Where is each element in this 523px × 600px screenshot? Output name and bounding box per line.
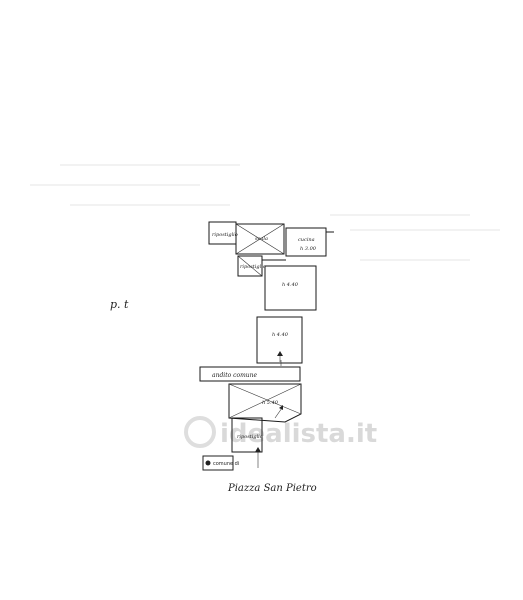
room-kitchen-label: cucina <box>298 237 315 243</box>
room-small-storage: ripostiglio <box>237 255 266 277</box>
stamp: comune di <box>202 455 239 471</box>
room-hall-height: h 5.40 <box>262 400 279 406</box>
room-kitchen-height: h 3.00 <box>300 246 317 252</box>
corridor-label: andito comune <box>212 372 258 379</box>
stamp-text: comune di <box>213 461 239 467</box>
room-1: h 4.40 <box>264 265 317 311</box>
scan-noise <box>30 164 500 261</box>
room-lower-storage: ripostiglio <box>231 417 263 468</box>
room-hall: h 5.40 <box>228 383 302 423</box>
corridor: andito comune <box>199 360 301 382</box>
room-top-left-label: ripostiglio <box>212 232 238 238</box>
room-staircase: scala <box>235 223 285 255</box>
room-2-height: h 4.40 <box>272 332 289 338</box>
room-kitchen: cucina h 3.00 <box>285 227 334 257</box>
room-1-height: h 4.40 <box>282 282 299 288</box>
room-staircase-label: scala <box>255 236 268 242</box>
watermark: idealista.it <box>184 416 377 449</box>
street-label: Piazza San Pietro <box>227 483 317 494</box>
room-lower-storage-label: ripostiglio <box>237 434 263 440</box>
watermark-text: idealista.it <box>220 419 377 449</box>
room-2: h 4.40 <box>256 316 303 364</box>
floor-label: p. t <box>110 298 129 311</box>
room-small-storage-label: ripostiglio <box>240 264 266 270</box>
room-top-left: ripostiglio <box>208 221 238 245</box>
